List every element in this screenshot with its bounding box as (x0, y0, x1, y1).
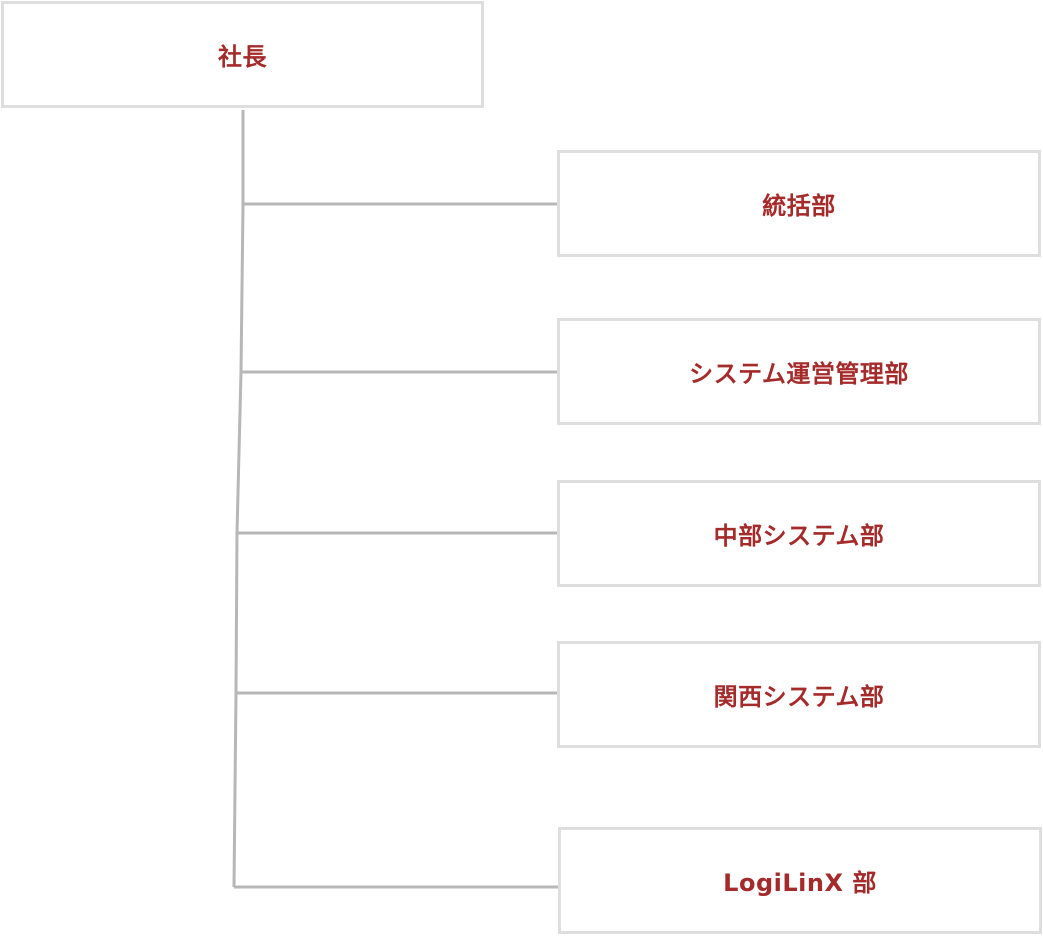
dept-node-label: 中部システム部 (713, 522, 885, 550)
dept-node-label: LogiLinX 部 (723, 869, 877, 897)
trunk-line (232, 110, 245, 888)
dept-node-label: 関西システム部 (713, 683, 885, 711)
dept-node-general-affairs: 統括部 (557, 150, 1041, 257)
root-node-president: 社長 (1, 1, 484, 108)
root-node-label: 社長 (218, 43, 267, 71)
dept-node-label: 統括部 (762, 192, 836, 220)
dept-node-logilinx: LogiLinX 部 (558, 827, 1042, 934)
dept-node-chubu-systems: 中部システム部 (557, 480, 1041, 587)
dept-node-system-operations: システム運営管理部 (557, 318, 1041, 425)
dept-node-kansai-systems: 関西システム部 (557, 641, 1041, 748)
dept-node-label: システム運営管理部 (689, 360, 909, 388)
